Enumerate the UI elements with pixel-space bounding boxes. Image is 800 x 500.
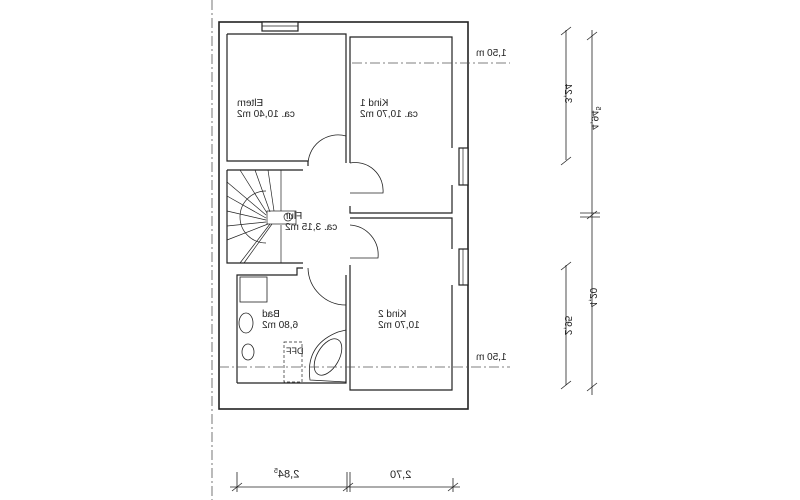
dff-box <box>283 341 303 383</box>
level-label-top: 1,50 m <box>476 48 507 59</box>
room-label-bad: Bad 6,80 m2 <box>262 309 310 331</box>
level-label-bottom: 1,50 m <box>476 352 507 363</box>
sink <box>238 312 254 334</box>
room-area: ca. 10,70 m2 <box>360 109 418 120</box>
dff-label: DFF <box>286 346 304 356</box>
dim-vertical-outer-top: 4,945 <box>589 106 601 129</box>
window-top <box>261 21 299 32</box>
room-kind2-wall <box>349 217 453 391</box>
dim-horizontal-left: 2,845 <box>274 466 299 481</box>
dim-sup: 5 <box>593 106 601 111</box>
dim-vertical-outer-bottom: 4,20 <box>587 287 599 308</box>
room-name: Eltern <box>237 98 264 109</box>
room-name: Kind 2 <box>378 309 407 320</box>
dim-horizontal-right: 2,70 <box>390 469 412 481</box>
room-label-eltern: Eltern ca. 10,40 m2 <box>237 98 305 120</box>
doors <box>307 134 384 306</box>
room-label-kind1: Kind 1 ca. 10,70 m2 <box>360 98 428 120</box>
room-area: ca. 10,40 m2 <box>237 109 295 120</box>
dim-value: 4,94 <box>588 110 600 130</box>
outer-wall <box>218 21 469 410</box>
room-name: Kind 1 <box>360 98 389 109</box>
room-area: 10,70 m2 <box>378 320 420 331</box>
window-right-1 <box>458 147 469 186</box>
vertical-dimensions <box>560 26 600 395</box>
room-area: ca. 3,15 m2 <box>285 222 338 233</box>
stairs <box>226 169 297 264</box>
room-name: Bad <box>262 309 280 320</box>
room-name: Flur <box>285 211 303 222</box>
dim-vertical-inner-top: 3,24 <box>562 83 574 104</box>
room-label-flur: Flur ca. 3,15 m2 <box>285 211 343 233</box>
dim-vertical-inner-bottom: 2,95 <box>562 315 574 336</box>
bathtub <box>308 329 347 383</box>
window-right-2 <box>458 248 469 286</box>
room-area: 6,80 m2 <box>262 320 299 331</box>
shower <box>239 276 268 303</box>
horizontal-dimensions <box>230 472 460 492</box>
room-label-kind2: Kind 2 10,70 m2 <box>378 309 428 331</box>
room-kind1-wall <box>349 36 453 214</box>
dim-value: 2,84 <box>277 468 300 481</box>
toilet <box>241 343 255 361</box>
dim-sup: 5 <box>274 468 278 475</box>
room-bad-wall <box>236 267 347 384</box>
stair-wall <box>226 169 303 264</box>
